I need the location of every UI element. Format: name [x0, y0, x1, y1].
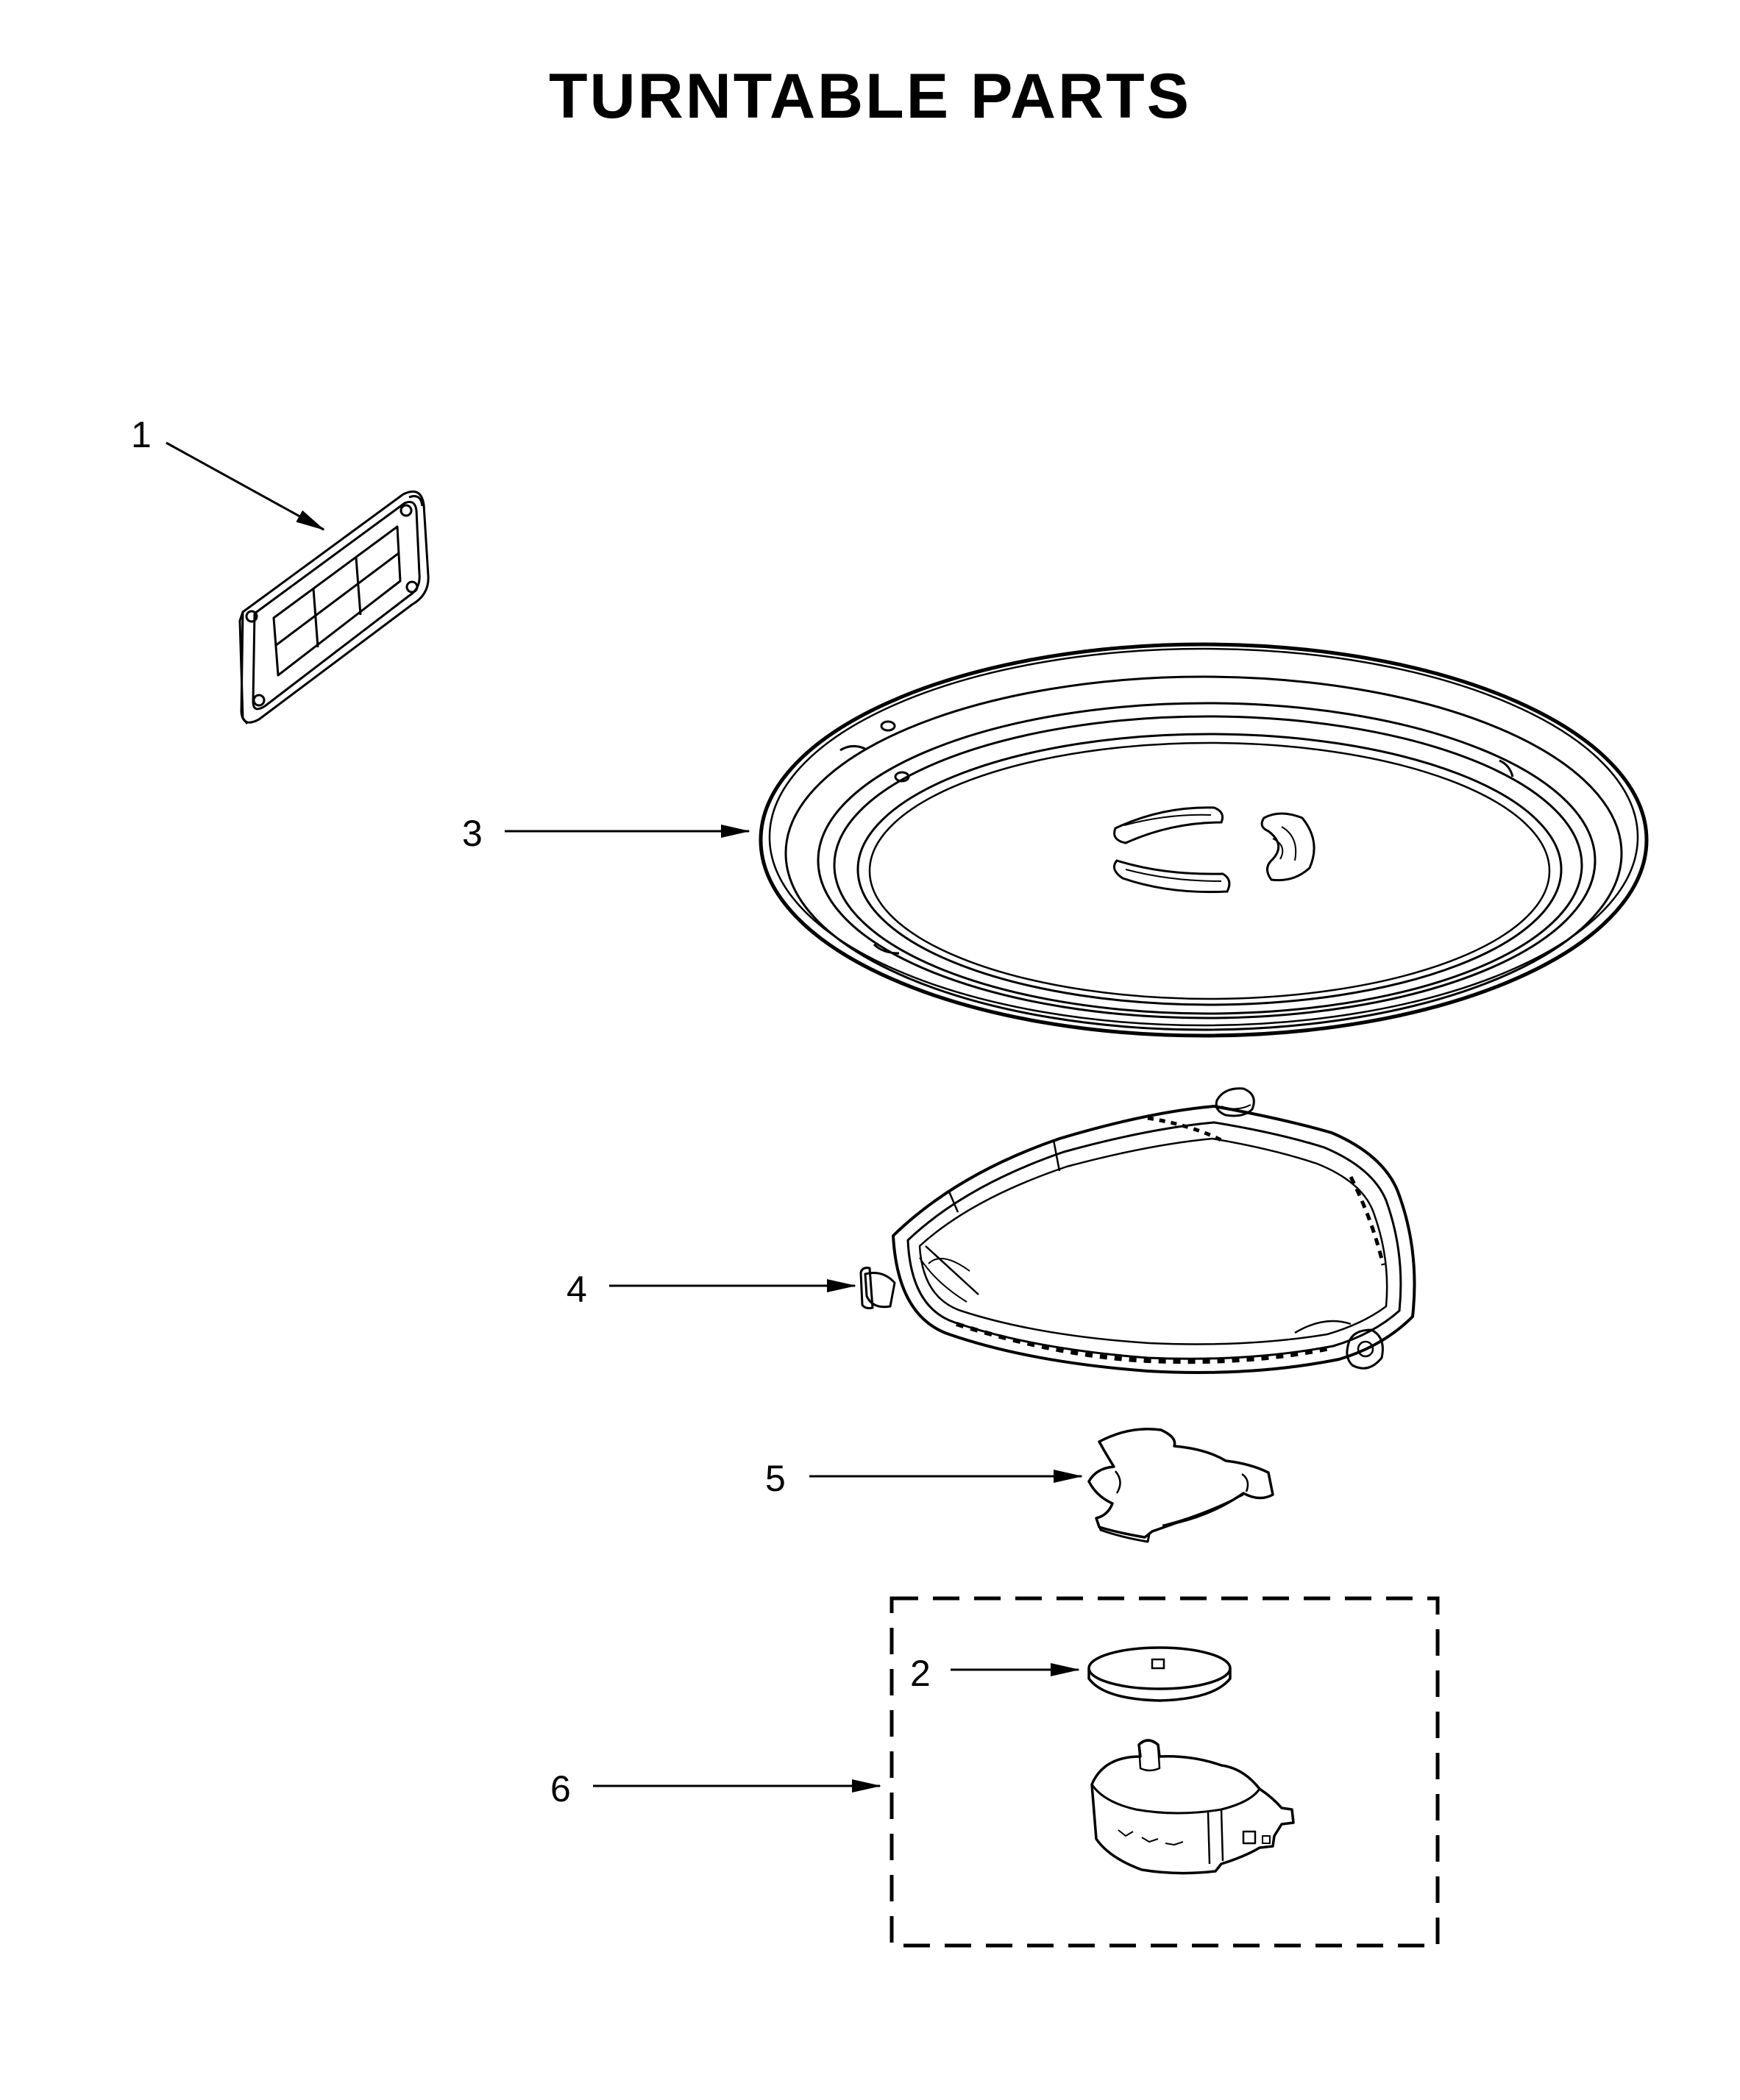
- callout-label-4: 4: [567, 1269, 587, 1310]
- part-6-assembly-box: [889, 1596, 1440, 1948]
- part-4-roller-ring: [859, 1087, 1416, 1374]
- part-1-grille: [238, 490, 430, 725]
- leader-lines: [166, 441, 1083, 1793]
- callout-label-3: 3: [462, 813, 483, 854]
- callout-label-6: 6: [550, 1768, 571, 1809]
- callout-label-2: 2: [910, 1653, 931, 1694]
- page-title: TURNTABLE PARTS: [548, 61, 1192, 132]
- leader-line-1: [166, 441, 325, 531]
- part-6-motor: [1090, 1739, 1295, 1875]
- part-3-glass-tray: [759, 642, 1649, 1038]
- callout-label-1: 1: [131, 414, 152, 455]
- part-5-coupler: [1087, 1427, 1274, 1543]
- callout-label-5: 5: [765, 1458, 786, 1499]
- part-2-coupling-disc: [1087, 1646, 1232, 1702]
